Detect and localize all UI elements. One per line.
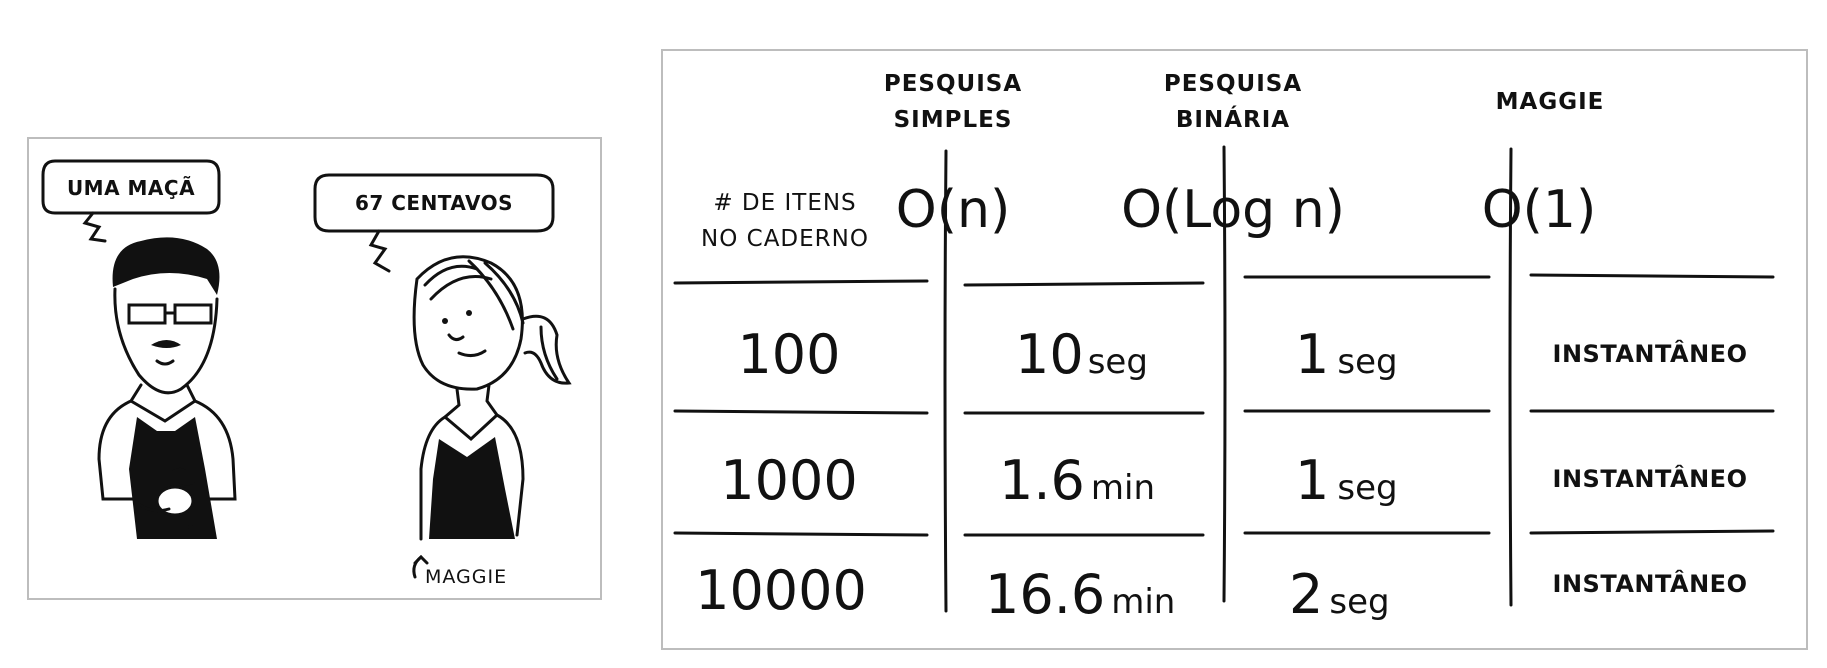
- header-items-line1: # DE ITENS: [713, 190, 856, 216]
- comic-panel: UMA MAÇÃ 67 CENTAVOS: [27, 137, 602, 600]
- speech-bubble-left: UMA MAÇÃ: [41, 159, 221, 243]
- comparison-table: PESQUISA SIMPLES PESQUISA BINÁRIA MAGGIE…: [673, 71, 1775, 626]
- header-items-line2: NO CADERNO: [701, 226, 869, 252]
- notation-binary: O(Log n): [1121, 180, 1345, 240]
- header-maggie: MAGGIE: [1496, 89, 1605, 115]
- speech-right-text: 67 CENTAVOS: [355, 191, 513, 215]
- column-divider-1: [943, 149, 948, 613]
- row-items: 100: [737, 323, 840, 386]
- notation-maggie: O(1): [1482, 180, 1597, 240]
- shopkeeper-figure: [97, 237, 237, 539]
- maggie-figure: [412, 255, 572, 541]
- row-items: 1000: [720, 449, 857, 512]
- column-divider-2: [1222, 145, 1227, 603]
- row-items: 10000: [695, 559, 867, 622]
- row-maggie-time: INSTANTÂNEO: [1553, 464, 1748, 493]
- header-binary-line1: PESQUISA: [1164, 71, 1302, 97]
- speech-left-text: UMA MAÇÃ: [67, 176, 195, 200]
- header-simple-line1: PESQUISA: [884, 71, 1022, 97]
- speech-bubble-right: 67 CENTAVOS: [313, 173, 555, 273]
- header-binary-line2: BINÁRIA: [1176, 105, 1290, 133]
- header-simple-line2: SIMPLES: [894, 107, 1013, 133]
- row-separators: [673, 273, 1775, 537]
- row-maggie-time: INSTANTÂNEO: [1553, 569, 1748, 598]
- comparison-table-panel: PESQUISA SIMPLES PESQUISA BINÁRIA MAGGIE…: [661, 49, 1808, 650]
- column-divider-3: [1508, 147, 1513, 607]
- maggie-caption: MAGGIE: [425, 566, 507, 588]
- row-maggie-time: INSTANTÂNEO: [1553, 339, 1748, 368]
- comic-illustration: UMA MAÇÃ 67 CENTAVOS: [41, 159, 572, 588]
- notation-simple: O(n): [896, 180, 1010, 240]
